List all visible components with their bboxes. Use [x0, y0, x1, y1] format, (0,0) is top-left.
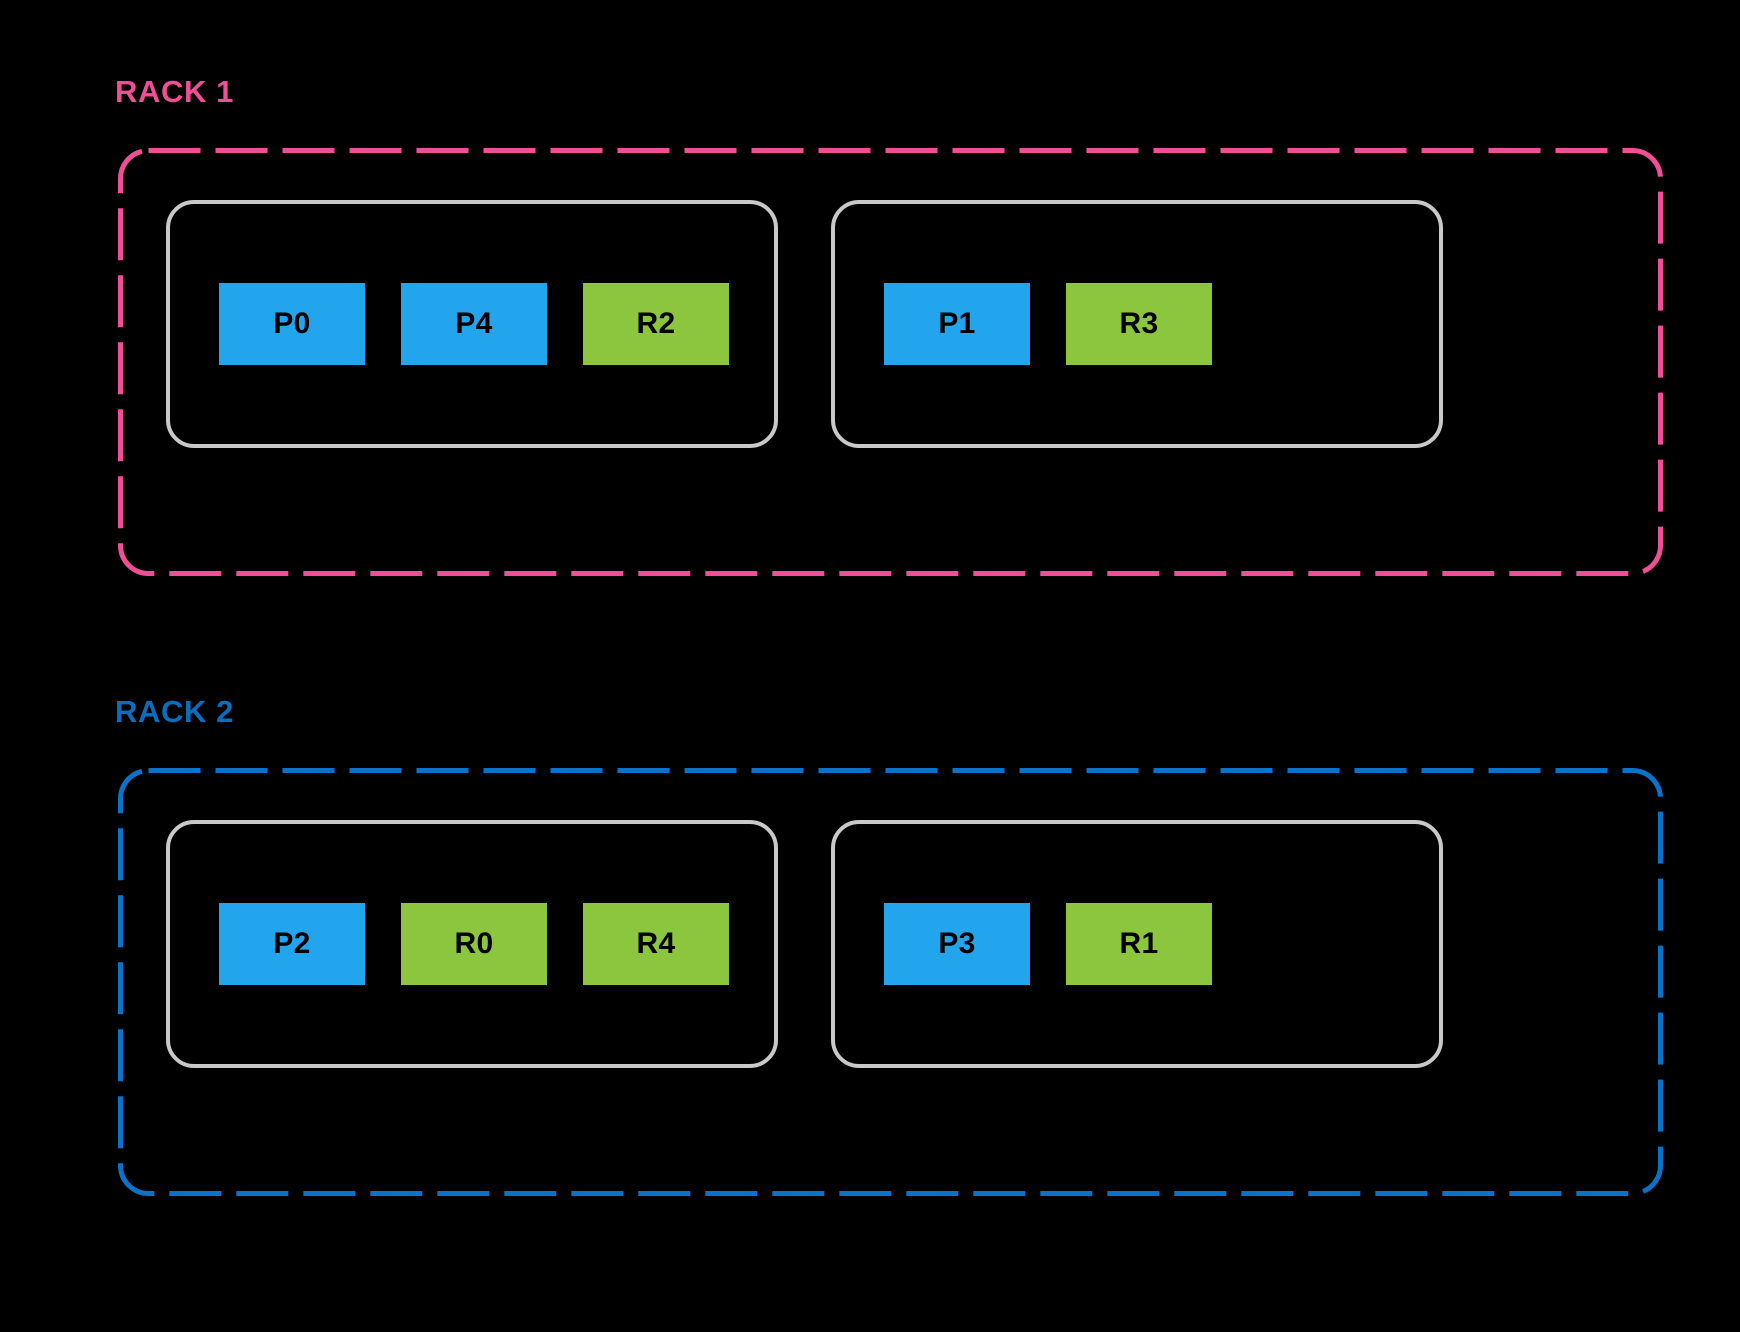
rack-2-label: RACK 2 — [115, 694, 235, 729]
node-box-3[interactable]: P2 R0 R4 — [166, 820, 778, 1068]
shard-block-p4[interactable]: P4 — [401, 283, 547, 365]
node-box-4[interactable]: P3 R1 — [831, 820, 1443, 1068]
shard-block-r3[interactable]: R3 — [1066, 283, 1212, 365]
rack-2-boundary — [118, 768, 1663, 1196]
shard-block-p0[interactable]: P0 — [219, 283, 365, 365]
node-2-blocks: P1 R3 — [835, 283, 1212, 365]
node-1-blocks: P0 P4 R2 — [170, 283, 729, 365]
node-box-1[interactable]: P0 P4 R2 — [166, 200, 778, 448]
node-box-2[interactable]: P1 R3 — [831, 200, 1443, 448]
shard-block-r0[interactable]: R0 — [401, 903, 547, 985]
rack-1-label: RACK 1 — [115, 74, 235, 109]
node-4-blocks: P3 R1 — [835, 903, 1212, 985]
node-3-blocks: P2 R0 R4 — [170, 903, 729, 985]
rack-group-1: RACK 1 P0 P4 R2 P1 R3 — [0, 0, 1740, 660]
shard-block-r1[interactable]: R1 — [1066, 903, 1212, 985]
shard-block-p2[interactable]: P2 — [219, 903, 365, 985]
rack-1-boundary — [118, 148, 1663, 576]
shard-block-p3[interactable]: P3 — [884, 903, 1030, 985]
rack-1-dashed-outline — [118, 148, 1663, 576]
shard-block-p1[interactable]: P1 — [884, 283, 1030, 365]
shard-block-r2[interactable]: R2 — [583, 283, 729, 365]
rack-2-dashed-outline — [118, 768, 1663, 1196]
rack-group-2: RACK 2 P2 R0 R4 P3 R1 — [0, 620, 1740, 1280]
shard-block-r4[interactable]: R4 — [583, 903, 729, 985]
